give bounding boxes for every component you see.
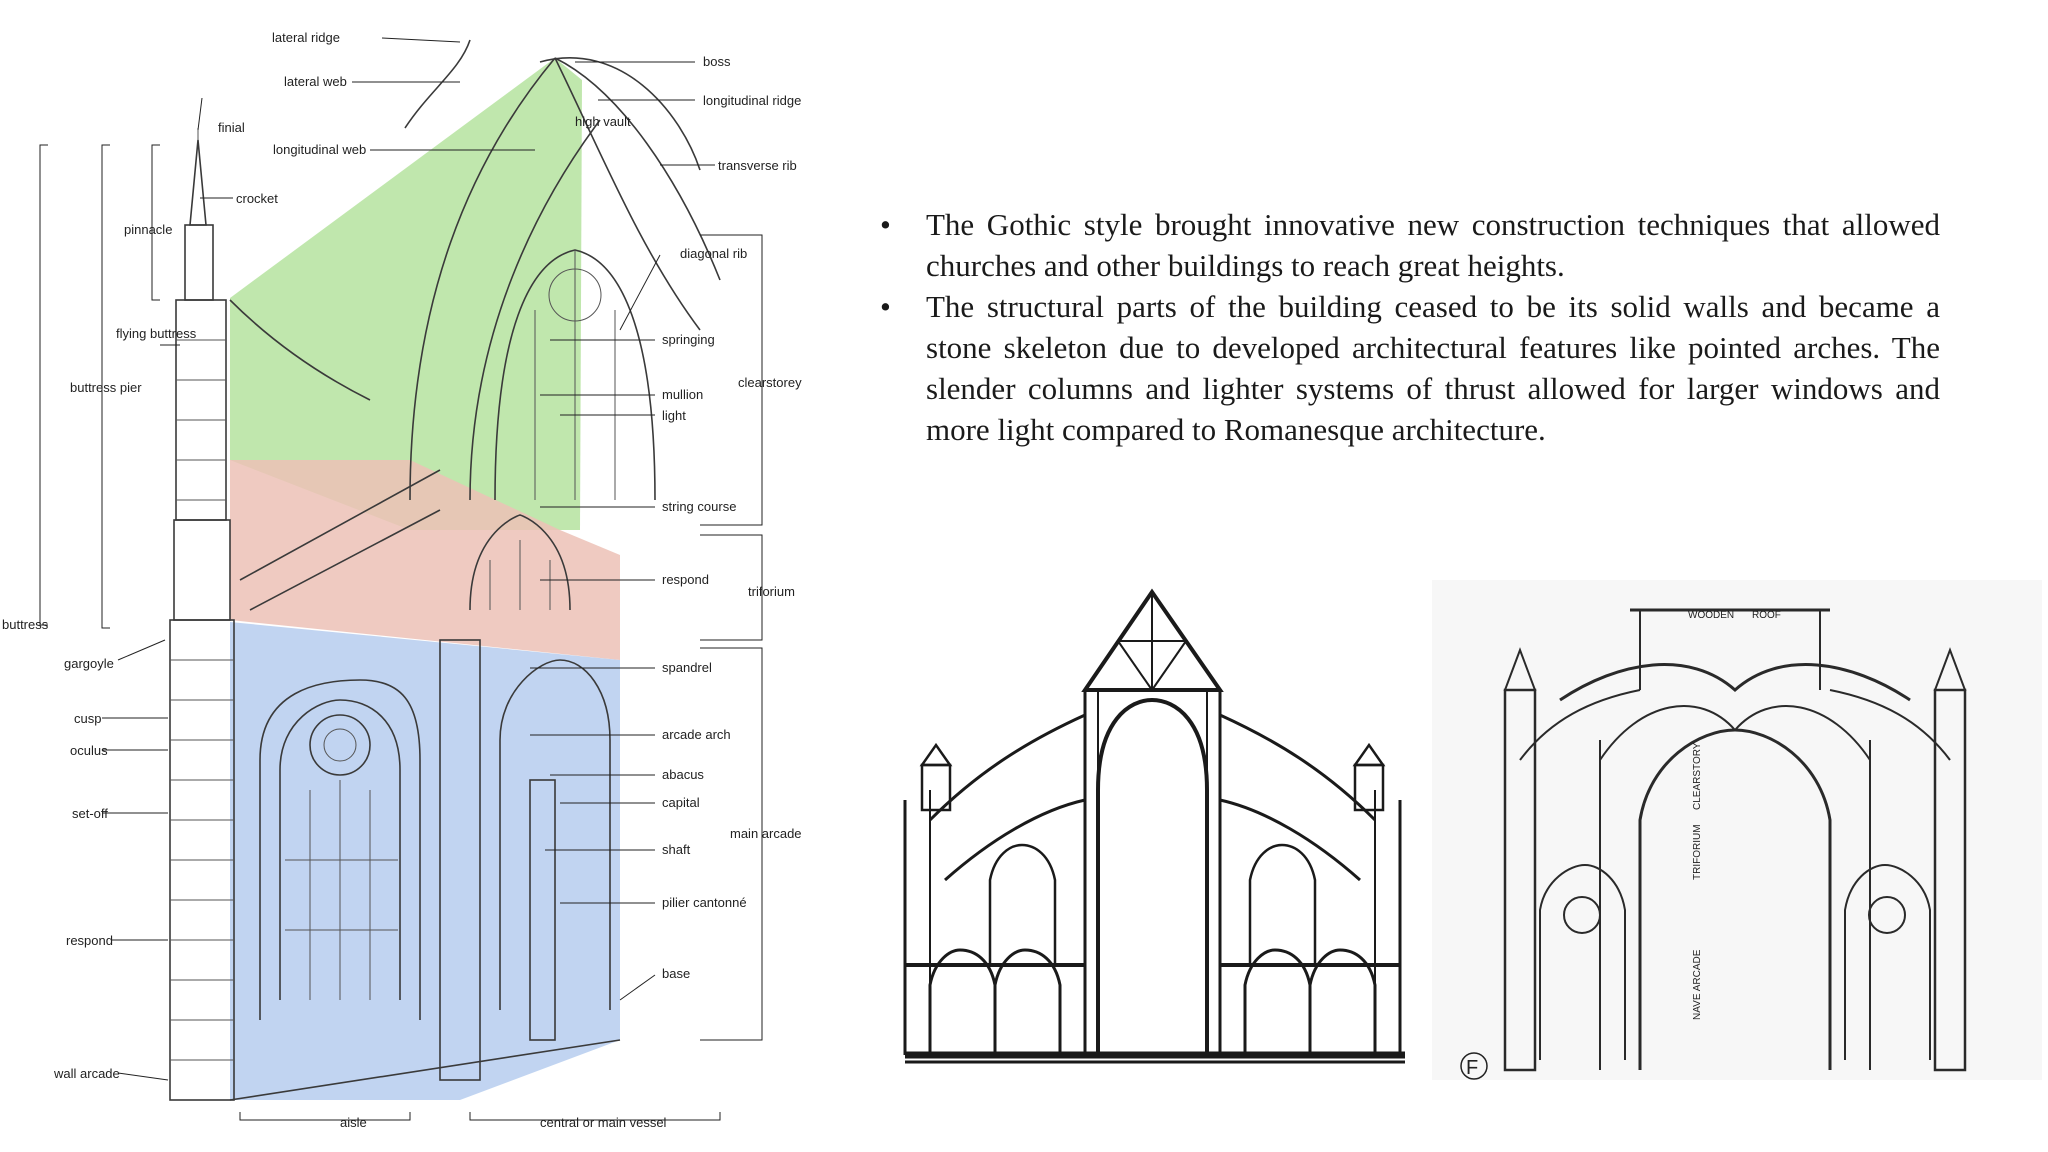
label-shaft: shaft: [662, 842, 691, 857]
label-springing: springing: [662, 332, 715, 347]
label-wall-arcade: wall arcade: [53, 1066, 120, 1081]
label-base: base: [662, 966, 690, 981]
label-light: light: [662, 408, 686, 423]
label-buttress: buttress: [2, 617, 49, 632]
label-buttress-pier: buttress pier: [70, 380, 142, 395]
label-nave-arcade: NAVE ARCADE: [1692, 949, 1703, 1020]
main-arcade-zone: [230, 622, 620, 1100]
label-roof: ROOF: [1752, 610, 1781, 621]
label-flying-buttress: flying buttress: [116, 326, 197, 341]
label-crocket: crocket: [236, 191, 278, 206]
label-lateral-web: lateral web: [284, 74, 347, 89]
label-spandrel: spandrel: [662, 660, 712, 675]
bullet-item-1: The Gothic style brought innovative new …: [872, 204, 1940, 286]
main-arcade-drawing: [229, 639, 621, 1101]
label-boss: boss: [703, 54, 731, 69]
label-cusp: cusp: [74, 711, 101, 726]
label-longitudinal-ridge: longitudinal ridge: [703, 93, 801, 108]
label-pilier-cantonne: pilier cantonné: [662, 895, 747, 910]
label-mullion: mullion: [662, 387, 703, 402]
clearstorey-zone: [230, 58, 582, 530]
label-gargoyle: gargoyle: [64, 656, 114, 671]
label-arcade-arch: arcade arch: [662, 727, 731, 742]
label-lateral-ridge: lateral ridge: [272, 30, 340, 45]
triforium-arcade-drawing: [239, 469, 571, 611]
label-central-vessel: central or main vessel: [540, 1115, 667, 1130]
label-clearstorey: clearstorey: [738, 375, 802, 390]
gothic-cathedral-section-diagram: lateral ridge lateral web longitudinal w…: [2, 30, 802, 1130]
label-oculus: oculus: [70, 743, 108, 758]
label-transverse-rib: transverse rib: [718, 158, 797, 173]
vault-ribs-drawing: [229, 39, 721, 501]
label-triforium-right: TRIFORIUM: [1692, 824, 1703, 880]
label-respond-left: respond: [66, 933, 113, 948]
label-high-vault: high vault: [575, 114, 631, 129]
label-capital: capital: [662, 795, 700, 810]
bullet-item-2: The structural parts of the building cea…: [872, 286, 1940, 450]
bullet-list: The Gothic style brought innovative new …: [872, 204, 1940, 450]
label-longitudinal-web: longitudinal web: [273, 142, 366, 157]
label-wooden: WOODEN: [1688, 610, 1734, 621]
label-aisle: aisle: [340, 1115, 367, 1130]
label-respond-right: respond: [662, 572, 709, 587]
label-main-arcade: main arcade: [730, 826, 802, 841]
label-pinnacle: pinnacle: [124, 222, 172, 237]
label-clearstory: CLEARSTORY: [1692, 742, 1703, 810]
label-finial: finial: [218, 120, 245, 135]
label-abacus: abacus: [662, 767, 704, 782]
label-string-course: string course: [662, 499, 736, 514]
figure-letter-f: F: [1466, 1057, 1478, 1079]
label-diagonal-rib: diagonal rib: [680, 246, 747, 261]
triforium-zone: [230, 460, 620, 660]
cathedral-cross-section-diagram: [862, 588, 1412, 1088]
label-leaders: [39, 37, 763, 1121]
cathedral-perspective-section-diagram: WOODEN ROOF NAVE ARCADE TRIFORIUM CLEARS…: [1432, 580, 2042, 1080]
label-triforium: triforium: [748, 584, 795, 599]
label-set-off: set-off: [72, 806, 108, 821]
buttress-tower-drawing: [169, 128, 235, 1101]
